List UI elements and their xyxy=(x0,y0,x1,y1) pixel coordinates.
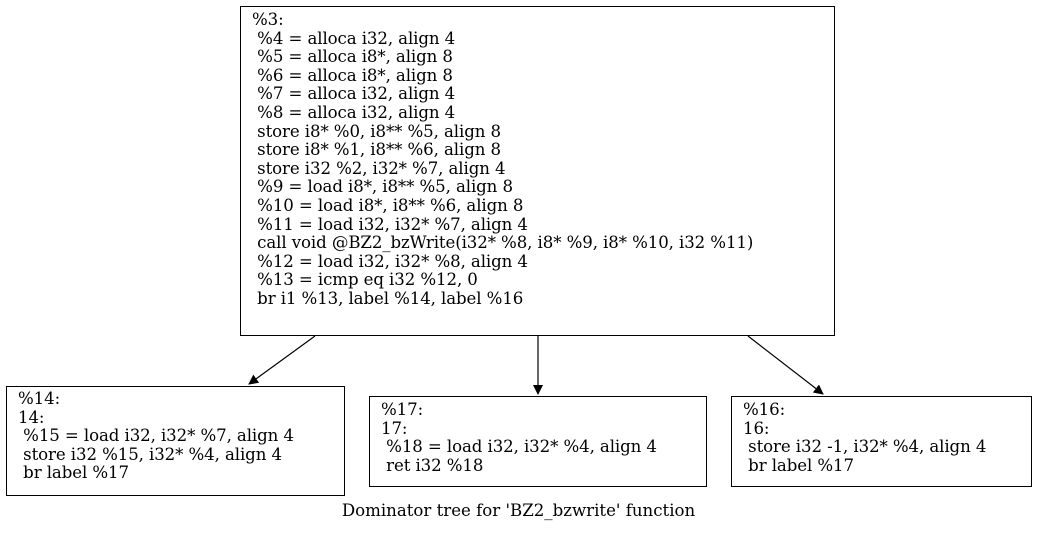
node-line: 14: xyxy=(18,407,45,427)
node-line: %17: xyxy=(381,400,424,419)
node-line: %11 = load i32, i32* %7, align 4 xyxy=(252,214,528,234)
node-line: %3: xyxy=(252,10,284,29)
node-line: 16: xyxy=(743,418,770,438)
node-block-14: %14: 14: %15 = load i32, i32* %7, align … xyxy=(6,386,345,496)
node-line: %10 = load i8*, i8** %6, align 8 xyxy=(252,195,524,215)
node-line: %12 = load i32, i32* %8, align 4 xyxy=(252,251,528,271)
node-line: %5 = alloca i8*, align 8 xyxy=(252,47,453,67)
node-block-3: %3: %4 = alloca i32, align 4 %5 = alloca… xyxy=(240,6,835,336)
node-block-16: %16: 16: store i32 -1, i32* %4, align 4 … xyxy=(731,396,1032,487)
node-line: br label %17 xyxy=(18,463,129,483)
node-line: store i32 %2, i32* %7, align 4 xyxy=(252,158,506,178)
edge-3-to-16 xyxy=(747,335,824,395)
node-line: %9 = load i8*, i8** %5, align 8 xyxy=(252,177,513,197)
node-block-17: %17: 17: %18 = load i32, i32* %4, align … xyxy=(369,396,707,487)
node-line: %15 = load i32, i32* %7, align 4 xyxy=(18,426,294,446)
node-line: %18 = load i32, i32* %4, align 4 xyxy=(381,437,657,457)
node-line: br label %17 xyxy=(743,455,854,475)
node-line: store i32 %15, i32* %4, align 4 xyxy=(18,444,282,464)
node-line: %8 = alloca i32, align 4 xyxy=(252,102,456,122)
node-line: ret i32 %18 xyxy=(381,455,484,475)
edge-3-to-14 xyxy=(248,335,316,385)
node-line: %7 = alloca i32, align 4 xyxy=(252,84,456,104)
node-line: %4 = alloca i32, align 4 xyxy=(252,28,456,48)
node-line: store i32 -1, i32* %4, align 4 xyxy=(743,437,987,457)
node-line: 17: xyxy=(381,418,408,438)
node-line: %6 = alloca i8*, align 8 xyxy=(252,65,453,85)
node-line: br i1 %13, label %14, label %16 xyxy=(252,288,524,308)
node-line: store i8* %1, i8** %6, align 8 xyxy=(252,140,501,160)
node-line: %16: xyxy=(743,400,786,419)
node-line: store i8* %0, i8** %5, align 8 xyxy=(252,121,501,141)
node-line: %13 = icmp eq i32 %12, 0 xyxy=(252,270,478,290)
diagram-caption: Dominator tree for 'BZ2_bzwrite' functio… xyxy=(341,501,696,520)
node-line: call void @BZ2_bzWrite(i32* %8, i8* %9, … xyxy=(252,233,754,253)
node-line: %14: xyxy=(18,389,61,408)
